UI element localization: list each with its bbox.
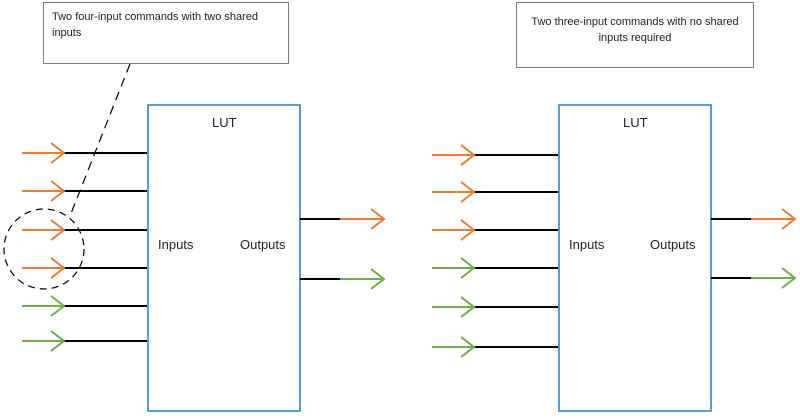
left-input-arrow [22,257,66,279]
callout-shared-inputs: Two four-input commands with two shared … [43,2,289,64]
right-lut-title: LUT [623,115,648,130]
left-output-arrow [340,208,386,230]
right-output-arrow [751,208,797,230]
right-input-arrow [432,219,476,241]
right-outputs-label: Outputs [650,237,696,252]
left-lut-title: LUT [212,115,237,130]
right-inputs-label: Inputs [569,237,605,252]
left-input-arrow [22,295,66,317]
callout-leader-line [69,63,131,217]
left-input-arrow [22,180,66,202]
left-input-arrow [22,142,66,164]
shared-inputs-circle [3,208,85,290]
right-input-arrow [432,336,476,358]
callout-no-shared-inputs: Two three-input commands with no shared … [516,2,754,68]
left-outputs-label: Outputs [240,237,286,252]
left-lut-box [147,104,301,412]
right-input-arrow [432,296,476,318]
left-input-arrow [22,219,66,241]
right-lut-box [558,104,712,412]
right-input-arrow [432,144,476,166]
left-inputs-label: Inputs [158,237,194,252]
right-input-arrow [432,181,476,203]
right-input-arrow [432,257,476,279]
left-output-arrow [340,268,386,290]
left-input-arrow [22,330,66,352]
right-output-arrow [751,267,797,289]
